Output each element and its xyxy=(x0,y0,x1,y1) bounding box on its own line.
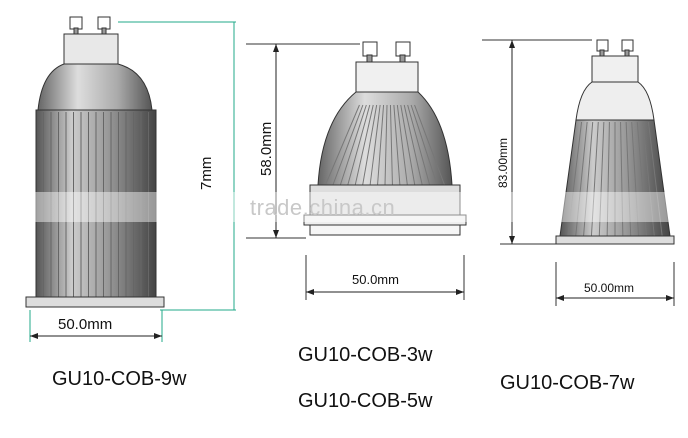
heatsink-fin-line xyxy=(393,104,401,186)
heatsink-fin-line xyxy=(354,104,374,186)
heatsink-fin-line xyxy=(400,104,416,186)
heatsink-fin-line xyxy=(324,104,360,186)
heatsink-fin-line xyxy=(642,121,655,237)
bulb-9w-model-label: GU10-COB-9w xyxy=(52,368,187,390)
bulb-7w-height-label: 83.00mm xyxy=(496,137,510,188)
heatsink-fin-line xyxy=(377,104,385,186)
heatsink-fin-line xyxy=(332,104,364,186)
heatsink-fin-line xyxy=(647,121,663,237)
heatsink-fin-line xyxy=(407,104,431,186)
heatsink-fin-line xyxy=(620,121,624,237)
bulb-3w-5w-height-label: 58.0mm xyxy=(258,121,275,176)
heatsink-fin-line xyxy=(339,104,367,186)
bulb-9w-drawing xyxy=(25,16,236,342)
heatsink-fin-line xyxy=(396,104,408,186)
heatsink-fin-line xyxy=(583,121,594,237)
watermark-band xyxy=(0,192,688,222)
heatsink-fin-line xyxy=(414,104,446,186)
heatsink-fin-line xyxy=(590,121,599,237)
heatsink-fin-line xyxy=(369,104,381,186)
heatsink-fin-line xyxy=(625,121,632,237)
bulb-7w-drawing xyxy=(482,39,675,306)
bulb-3w-5w-width-label: 50.0mm xyxy=(352,272,399,287)
bulb-7w-width-label: 50.00mm xyxy=(584,281,635,295)
heatsink-fin-line xyxy=(631,121,640,237)
heatsink-fin-line xyxy=(567,121,583,237)
heatsink-fin-line xyxy=(389,104,393,186)
heatsink-fin-line xyxy=(403,104,423,186)
bulb-5w-model-label: GU10-COB-5w xyxy=(298,390,433,412)
heatsink-fin-line xyxy=(606,121,610,237)
heatsink-fin-line xyxy=(410,104,438,186)
heatsink-fin-line xyxy=(347,104,371,186)
bulb-7w-model-label: GU10-COB-7w xyxy=(500,372,635,394)
heatsink-fin-line xyxy=(598,121,605,237)
bulb-3w-5w-drawing xyxy=(246,41,467,300)
heatsink-fin-line xyxy=(384,104,388,186)
watermark-text: trade.china.cn xyxy=(250,195,396,220)
heatsink-fin-line xyxy=(575,121,588,237)
heatsink-fin-line xyxy=(362,104,378,186)
bulb-3w-model-label: GU10-COB-3w xyxy=(298,344,433,366)
heatsink-fin-line xyxy=(636,121,647,237)
bulb-9w-height-label: 7mm xyxy=(198,156,215,190)
bulb-9w-width-label: 50.0mm xyxy=(58,316,113,333)
